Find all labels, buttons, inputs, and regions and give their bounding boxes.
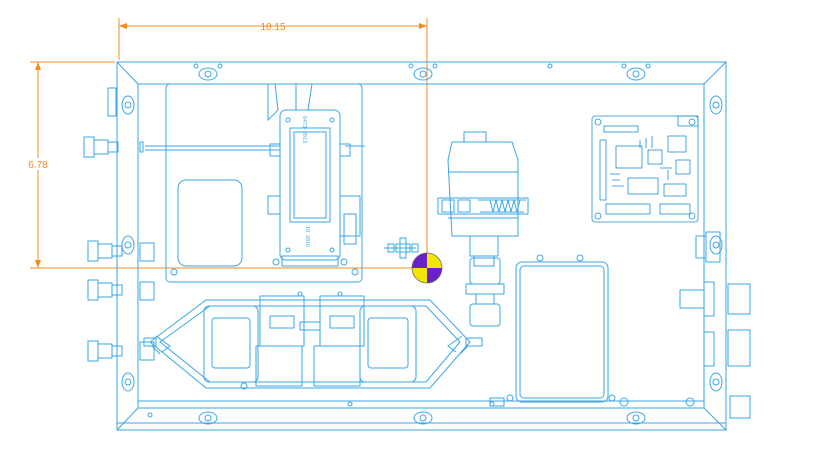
horizontal-dimension-label: 10.15: [260, 22, 285, 33]
valve-block: 6473-2013 IO 2016: [267, 83, 361, 267]
regulator: [437, 131, 529, 267]
sensor-tray: [143, 291, 483, 390]
tee-fitting: [384, 237, 419, 259]
controller-pcb: [591, 115, 699, 223]
valve-label-b: IO 2016: [304, 226, 310, 247]
right-fittings: [679, 231, 751, 419]
vertical-dimension-label: 6.78: [28, 160, 48, 171]
enclosure-outline: [116, 61, 727, 431]
vertical-dimension: 6.78: [26, 61, 427, 269]
horizontal-dimension: 10.15: [118, 18, 428, 268]
upper-left-plate: [145, 83, 365, 283]
left-fittings: [83, 87, 155, 362]
lower-fitting: [465, 257, 505, 327]
valve-label-a: 6473-2013: [301, 116, 307, 143]
center-of-gravity-icon: [411, 252, 443, 284]
cylinder-block: [489, 254, 616, 407]
mounting-holes: [121, 63, 723, 425]
